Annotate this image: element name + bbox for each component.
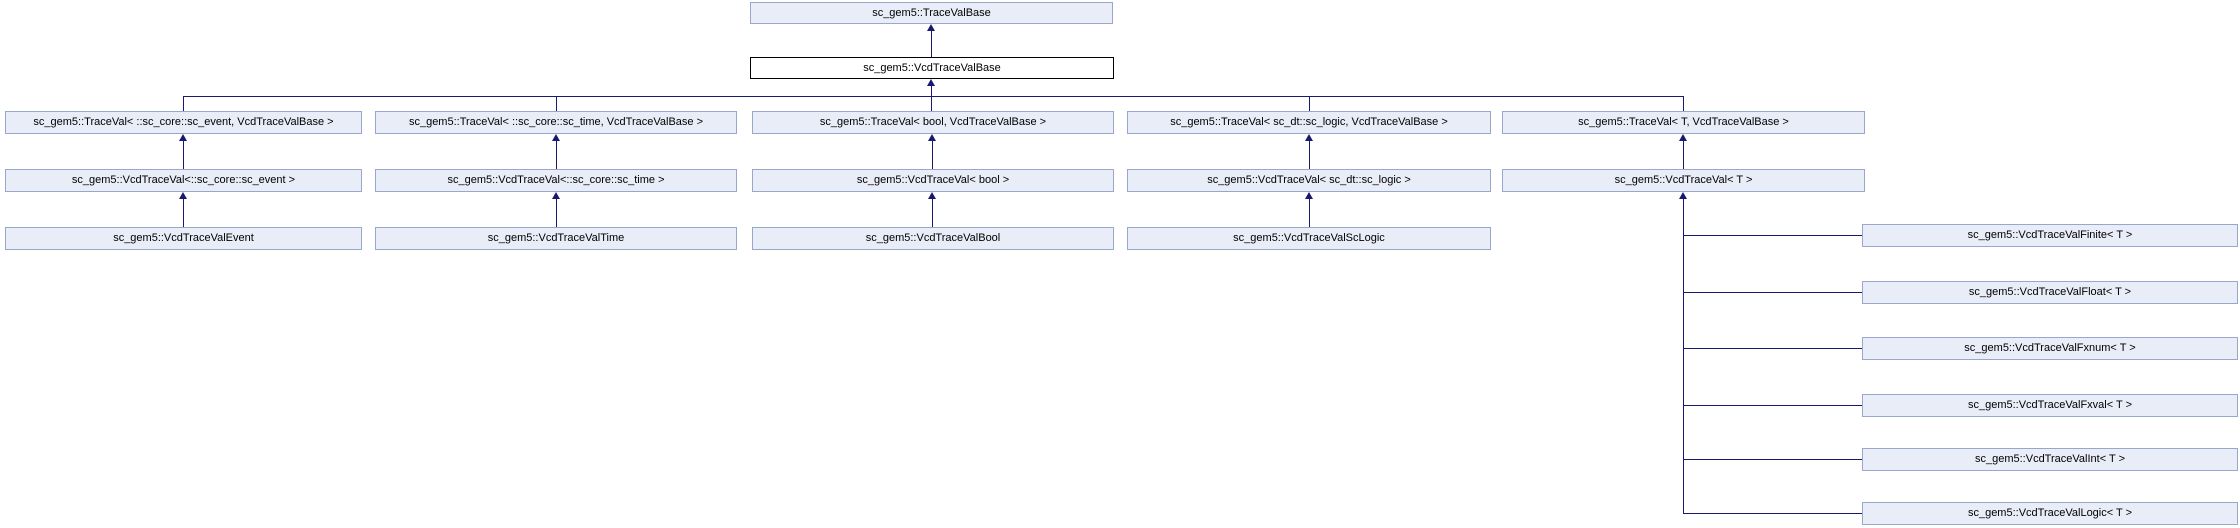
edge-line <box>1683 405 1862 406</box>
edge-line <box>1683 235 1862 236</box>
class-node-vcdtracevaltime[interactable]: sc_gem5::VcdTraceValTime <box>375 227 737 250</box>
edge-line <box>1683 96 1684 111</box>
edge-line <box>1309 136 1310 169</box>
class-node-traceval-sc-logic[interactable]: sc_gem5::TraceVal< sc_dt::sc_logic, VcdT… <box>1127 111 1491 134</box>
class-node-vcdtracevalfxnum[interactable]: sc_gem5::VcdTraceValFxnum< T > <box>1862 337 2238 360</box>
edge-line <box>183 136 184 169</box>
edge-line <box>932 194 933 227</box>
arrowhead-icon <box>1305 192 1313 199</box>
edge-line <box>1309 194 1310 227</box>
class-node-vcdtraceval-sc-event[interactable]: sc_gem5::VcdTraceVal<::sc_core::sc_event… <box>5 169 362 192</box>
class-node-traceval-t[interactable]: sc_gem5::TraceVal< T, VcdTraceValBase > <box>1502 111 1865 134</box>
class-node-vcdtracevalfinite[interactable]: sc_gem5::VcdTraceValFinite< T > <box>1862 224 2238 247</box>
class-node-vcdtracevallogic[interactable]: sc_gem5::VcdTraceValLogic< T > <box>1862 502 2238 525</box>
edge-line <box>556 194 557 227</box>
arrowhead-icon <box>552 192 560 199</box>
edge-line <box>1683 513 1862 514</box>
arrowhead-icon <box>1305 134 1313 141</box>
class-node-vcdtraceval-sc-time[interactable]: sc_gem5::VcdTraceVal<::sc_core::sc_time … <box>375 169 737 192</box>
edge-line <box>1309 96 1310 111</box>
arrowhead-icon <box>928 134 936 141</box>
class-node-vcdtraceval-sc-logic[interactable]: sc_gem5::VcdTraceVal< sc_dt::sc_logic > <box>1127 169 1491 192</box>
edge-line <box>556 96 557 111</box>
class-node-vcdtracevalint[interactable]: sc_gem5::VcdTraceValInt< T > <box>1862 448 2238 471</box>
class-node-vcdtracevalbase-current: sc_gem5::VcdTraceValBase <box>750 57 1114 79</box>
arrowhead-icon <box>927 24 935 31</box>
class-node-vcdtracevalevent[interactable]: sc_gem5::VcdTraceValEvent <box>5 227 362 250</box>
arrowhead-icon <box>928 192 936 199</box>
class-node-vcdtraceval-bool[interactable]: sc_gem5::VcdTraceVal< bool > <box>752 169 1114 192</box>
arrowhead-icon <box>1679 192 1687 199</box>
edge-line <box>932 136 933 169</box>
edge-line <box>183 194 184 227</box>
class-node-vcdtraceval-t[interactable]: sc_gem5::VcdTraceVal< T > <box>1502 169 1865 192</box>
arrowhead-icon <box>927 79 935 86</box>
class-node-vcdtracevalbool[interactable]: sc_gem5::VcdTraceValBool <box>752 227 1114 250</box>
class-node-vcdtracevalfloat[interactable]: sc_gem5::VcdTraceValFloat< T > <box>1862 281 2238 304</box>
edge-line <box>1683 292 1862 293</box>
class-node-traceval-sc-event[interactable]: sc_gem5::TraceVal< ::sc_core::sc_event, … <box>5 111 362 134</box>
edge-line <box>183 96 1683 97</box>
edge-line <box>183 96 184 111</box>
arrowhead-icon <box>552 134 560 141</box>
arrowhead-icon <box>179 192 187 199</box>
arrowhead-icon <box>179 134 187 141</box>
edge-line <box>1683 136 1684 169</box>
arrowhead-icon <box>1679 134 1687 141</box>
edge-line <box>1683 348 1862 349</box>
edge-line <box>1683 459 1862 460</box>
class-node-vcdtracevalfxval[interactable]: sc_gem5::VcdTraceValFxval< T > <box>1862 394 2238 417</box>
class-node-traceval-bool[interactable]: sc_gem5::TraceVal< bool, VcdTraceValBase… <box>752 111 1114 134</box>
class-node-tracevalbase[interactable]: sc_gem5::TraceValBase <box>750 2 1113 24</box>
edge-line <box>556 136 557 169</box>
edge-line <box>1683 194 1684 513</box>
class-node-traceval-sc-time[interactable]: sc_gem5::TraceVal< ::sc_core::sc_time, V… <box>375 111 737 134</box>
edge-line <box>931 26 932 57</box>
class-node-vcdtracevalsclogic[interactable]: sc_gem5::VcdTraceValScLogic <box>1127 227 1491 250</box>
